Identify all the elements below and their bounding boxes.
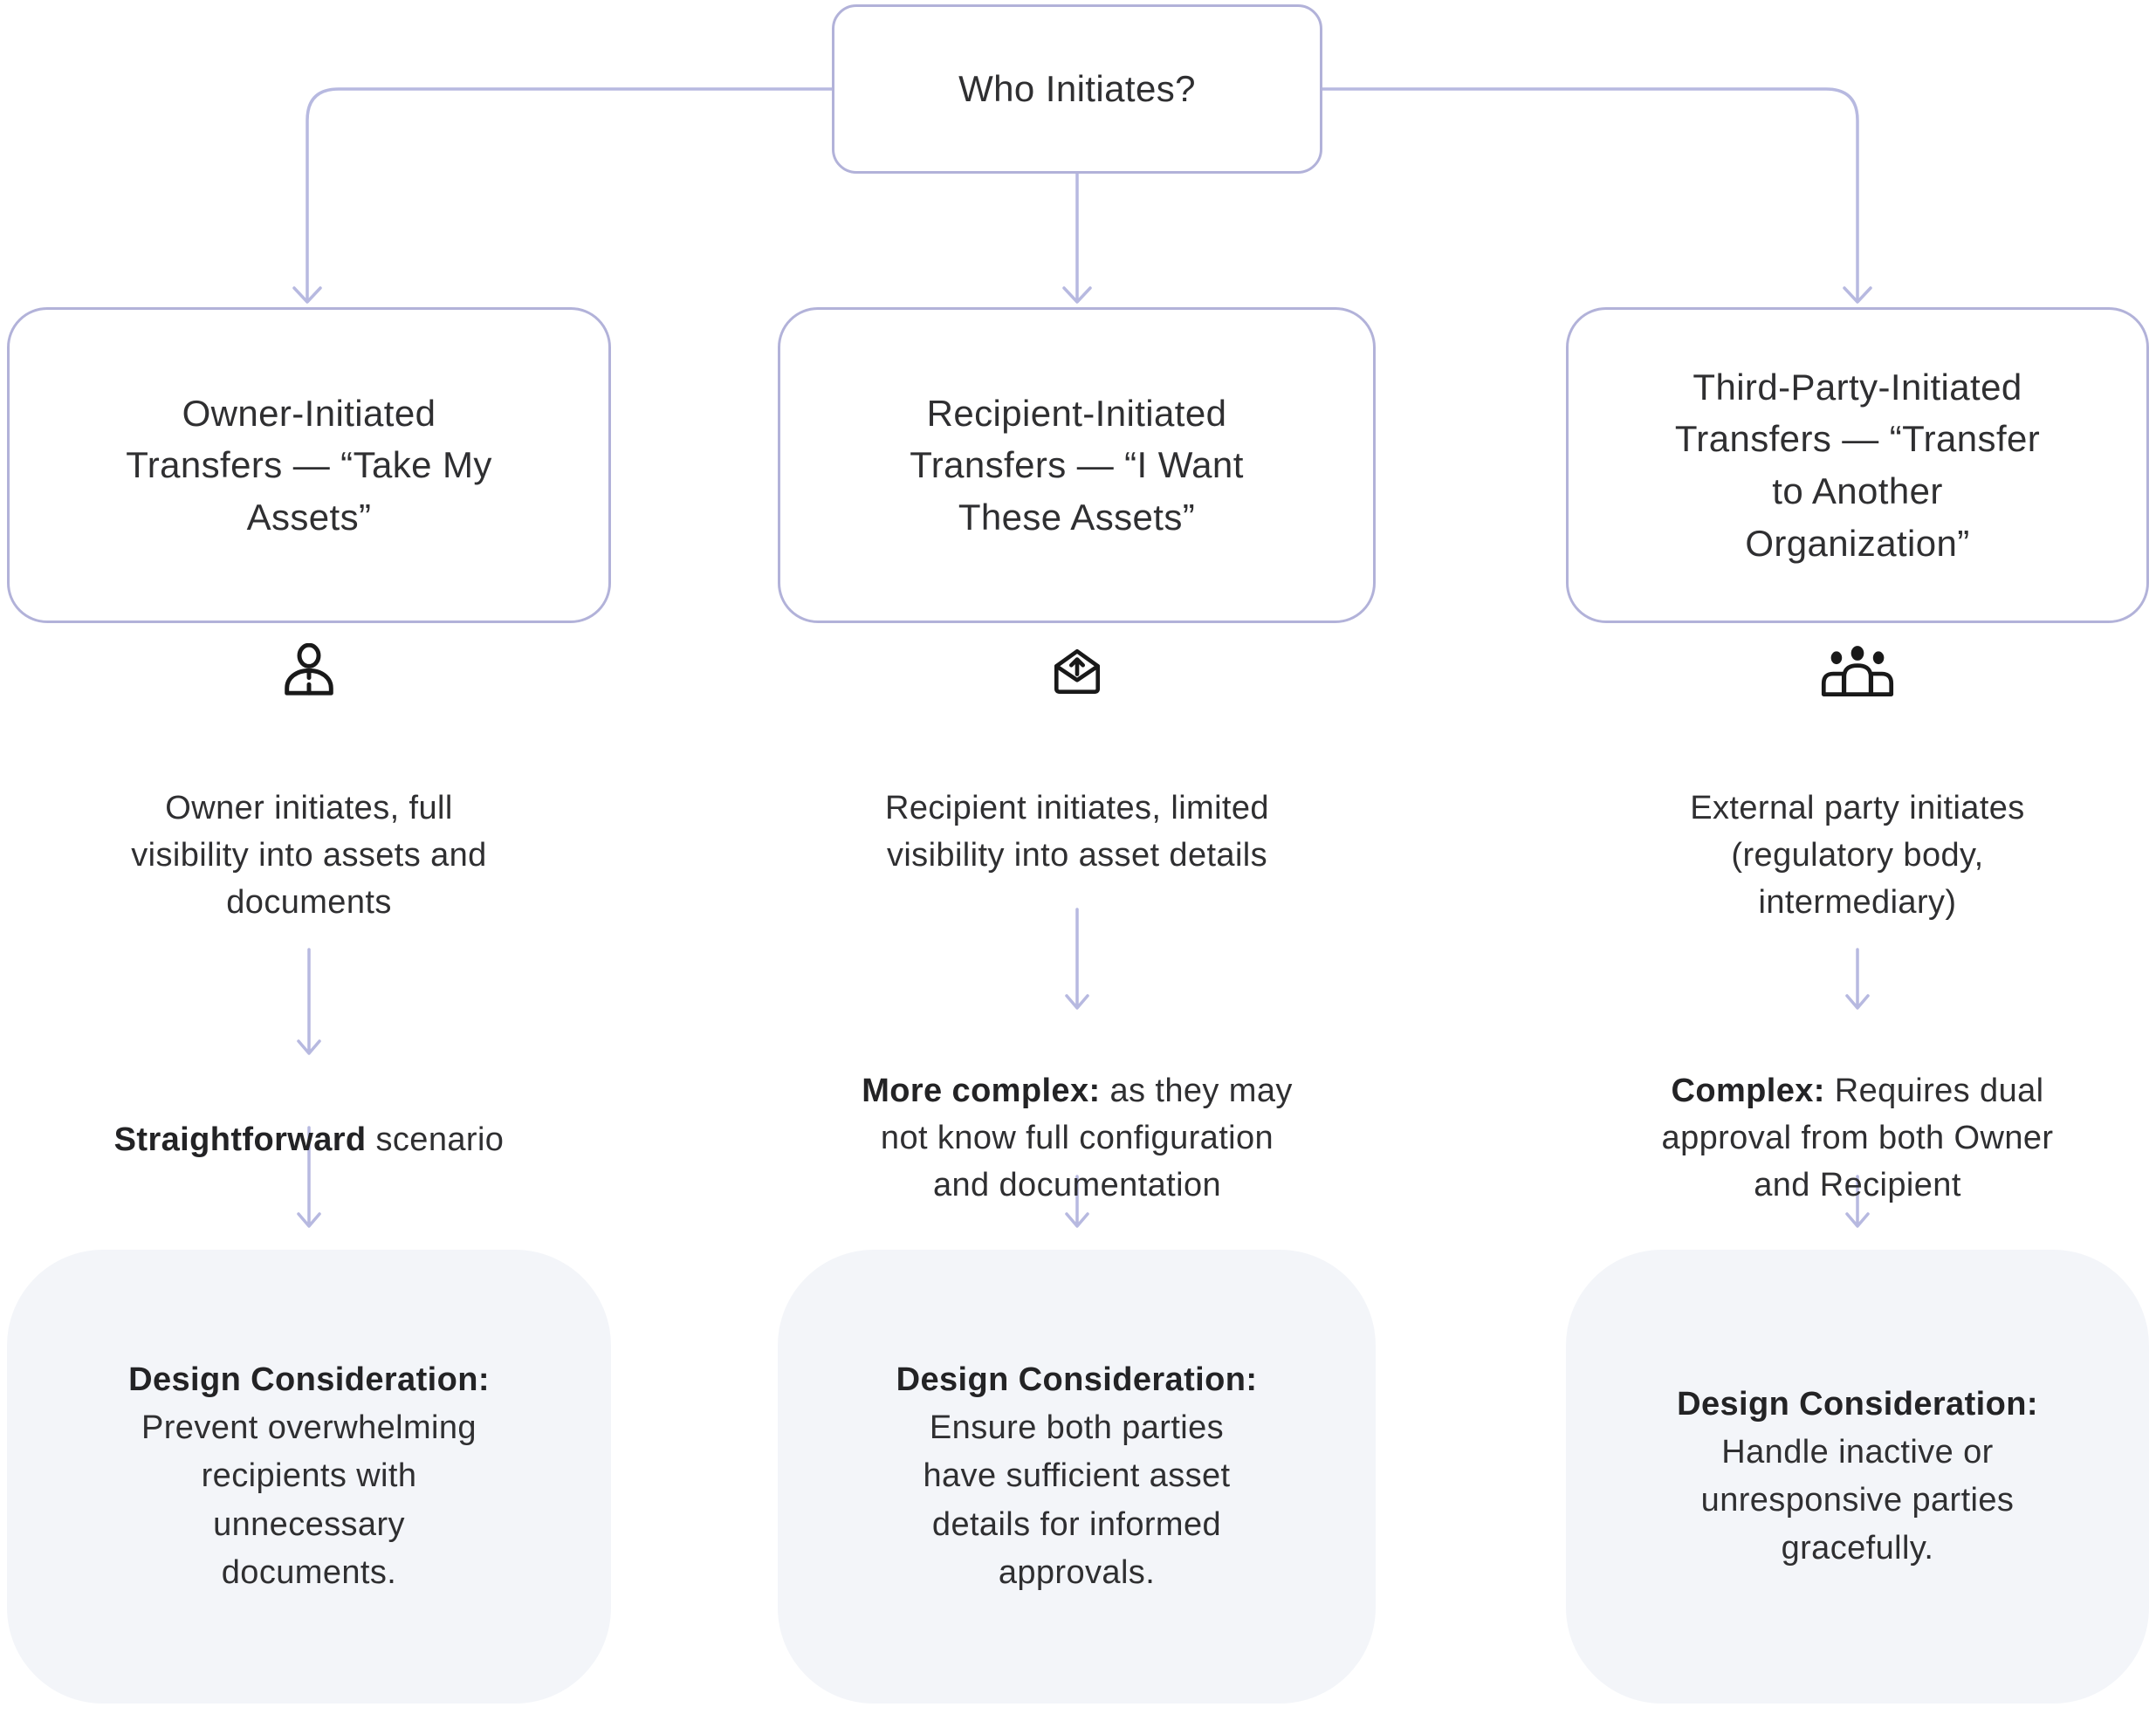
people-group-icon bbox=[1788, 637, 1927, 707]
branch-title: Third-Party-Initiated Transfers — “Trans… bbox=[1674, 366, 2041, 564]
arrowhead-left bbox=[292, 286, 322, 304]
complexity-lead: More complex: bbox=[862, 1072, 1101, 1109]
branch-node-third-party-initiated: Third-Party-Initiated Transfers — “Trans… bbox=[1566, 307, 2149, 623]
mail-up-icon-svg bbox=[1054, 648, 1101, 695]
complexity-lead: Straightforward bbox=[113, 1121, 367, 1158]
complexity-statement: Straightforward scenario bbox=[30, 1070, 588, 1164]
panel-rest: Handle inactive or unresponsive parties … bbox=[1700, 1433, 2015, 1567]
branch-node-owner-initiated: Owner-Initiated Transfers — “Take My Ass… bbox=[7, 307, 611, 623]
connector-root-to-left bbox=[306, 87, 834, 300]
complexity-rest: scenario bbox=[366, 1121, 505, 1158]
root-node-who-initiates: Who Initiates? bbox=[832, 4, 1322, 174]
branch-title: Owner-Initiated Transfers — “Take My Ass… bbox=[126, 392, 492, 538]
panel-lead: Design Consideration: bbox=[896, 1361, 1258, 1399]
panel-text: Design Consideration: Ensure both partie… bbox=[896, 1356, 1258, 1596]
panel-lead: Design Consideration: bbox=[128, 1361, 490, 1399]
user-icon-svg bbox=[285, 643, 333, 696]
branch-title: Recipient-Initiated Transfers — “I Want … bbox=[910, 392, 1244, 538]
branch-description: External party initiates (regulatory bod… bbox=[1690, 790, 2025, 921]
arrow-col2-desc-to-complexity bbox=[1065, 908, 1089, 1010]
arrow-col1-desc-to-complexity bbox=[297, 948, 321, 1055]
root-node-label: Who Initiates? bbox=[958, 68, 1196, 109]
branch-description: Owner initiates, full visibility into as… bbox=[131, 790, 487, 921]
panel-lead: Design Consideration: bbox=[1677, 1385, 2038, 1423]
panel-text: Design Consideration: Prevent overwhelmi… bbox=[128, 1356, 490, 1596]
complexity-rest: as they may not know full configuration … bbox=[880, 1072, 1293, 1203]
panel-rest: Ensure both parties have sufficient asse… bbox=[923, 1409, 1231, 1591]
complexity-statement: Complex: Requires dual approval from bot… bbox=[1578, 1021, 2137, 1210]
design-consideration-panel-third-party: Design Consideration: Handle inactive or… bbox=[1566, 1250, 2149, 1704]
panel-rest: Prevent overwhelming recipients with unn… bbox=[141, 1409, 477, 1591]
arrow-col3-desc-to-complexity bbox=[1845, 948, 1870, 1010]
complexity-statement: More complex: as they may not know full … bbox=[798, 1021, 1356, 1210]
complexity-rest: Requires dual approval from both Owner a… bbox=[1661, 1072, 2054, 1203]
mail-up-icon bbox=[1007, 637, 1147, 707]
branch-description: Recipient initiates, limited visibility … bbox=[885, 790, 1269, 874]
design-consideration-panel-recipient: Design Consideration: Ensure both partie… bbox=[778, 1250, 1376, 1704]
arrowhead-right bbox=[1843, 286, 1872, 304]
arrowhead-middle bbox=[1062, 286, 1092, 304]
connector-root-to-right bbox=[1321, 87, 1859, 300]
design-consideration-panel-owner: Design Consideration: Prevent overwhelmi… bbox=[7, 1250, 611, 1704]
complexity-lead: Complex: bbox=[1671, 1072, 1825, 1109]
panel-text: Design Consideration: Handle inactive or… bbox=[1677, 1381, 2038, 1573]
people-group-icon-svg bbox=[1821, 645, 1894, 696]
branch-node-recipient-initiated: Recipient-Initiated Transfers — “I Want … bbox=[778, 307, 1376, 623]
user-icon bbox=[239, 637, 379, 707]
